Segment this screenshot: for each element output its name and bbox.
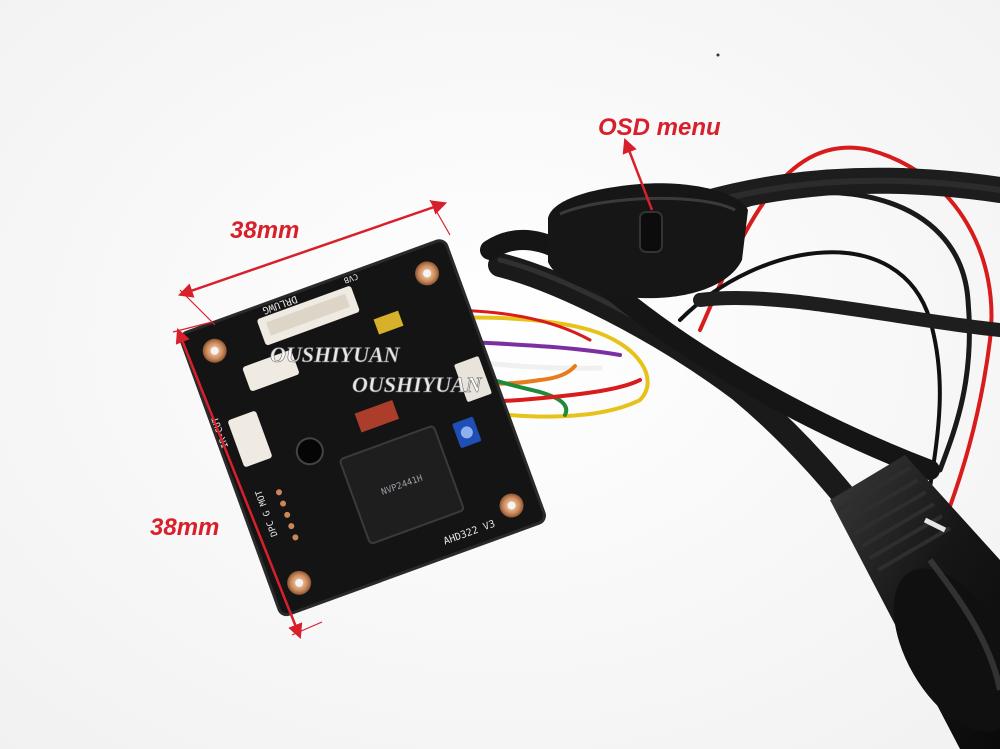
osd-joystick-housing bbox=[548, 183, 748, 299]
height-label: 38mm bbox=[150, 514, 219, 541]
watermark-2: OUSHIYUAN bbox=[352, 372, 483, 397]
dc-plug bbox=[830, 455, 1000, 749]
width-label: 38mm bbox=[230, 217, 299, 244]
osd-joystick-knob bbox=[639, 211, 663, 253]
osd-label: OSD menu bbox=[598, 114, 721, 141]
watermark-1: OUSHIYUAN bbox=[270, 342, 401, 367]
red-dc-tail bbox=[923, 517, 947, 533]
dimension-top: 38mm bbox=[177, 199, 451, 326]
dust-speck bbox=[716, 53, 720, 57]
osd-callout: OSD menu bbox=[598, 114, 721, 211]
tantalum-cap bbox=[373, 310, 404, 335]
main-chip bbox=[339, 425, 465, 545]
dimension-left: 38mm bbox=[150, 321, 323, 639]
connector-right bbox=[454, 356, 492, 402]
red-components bbox=[354, 399, 400, 433]
